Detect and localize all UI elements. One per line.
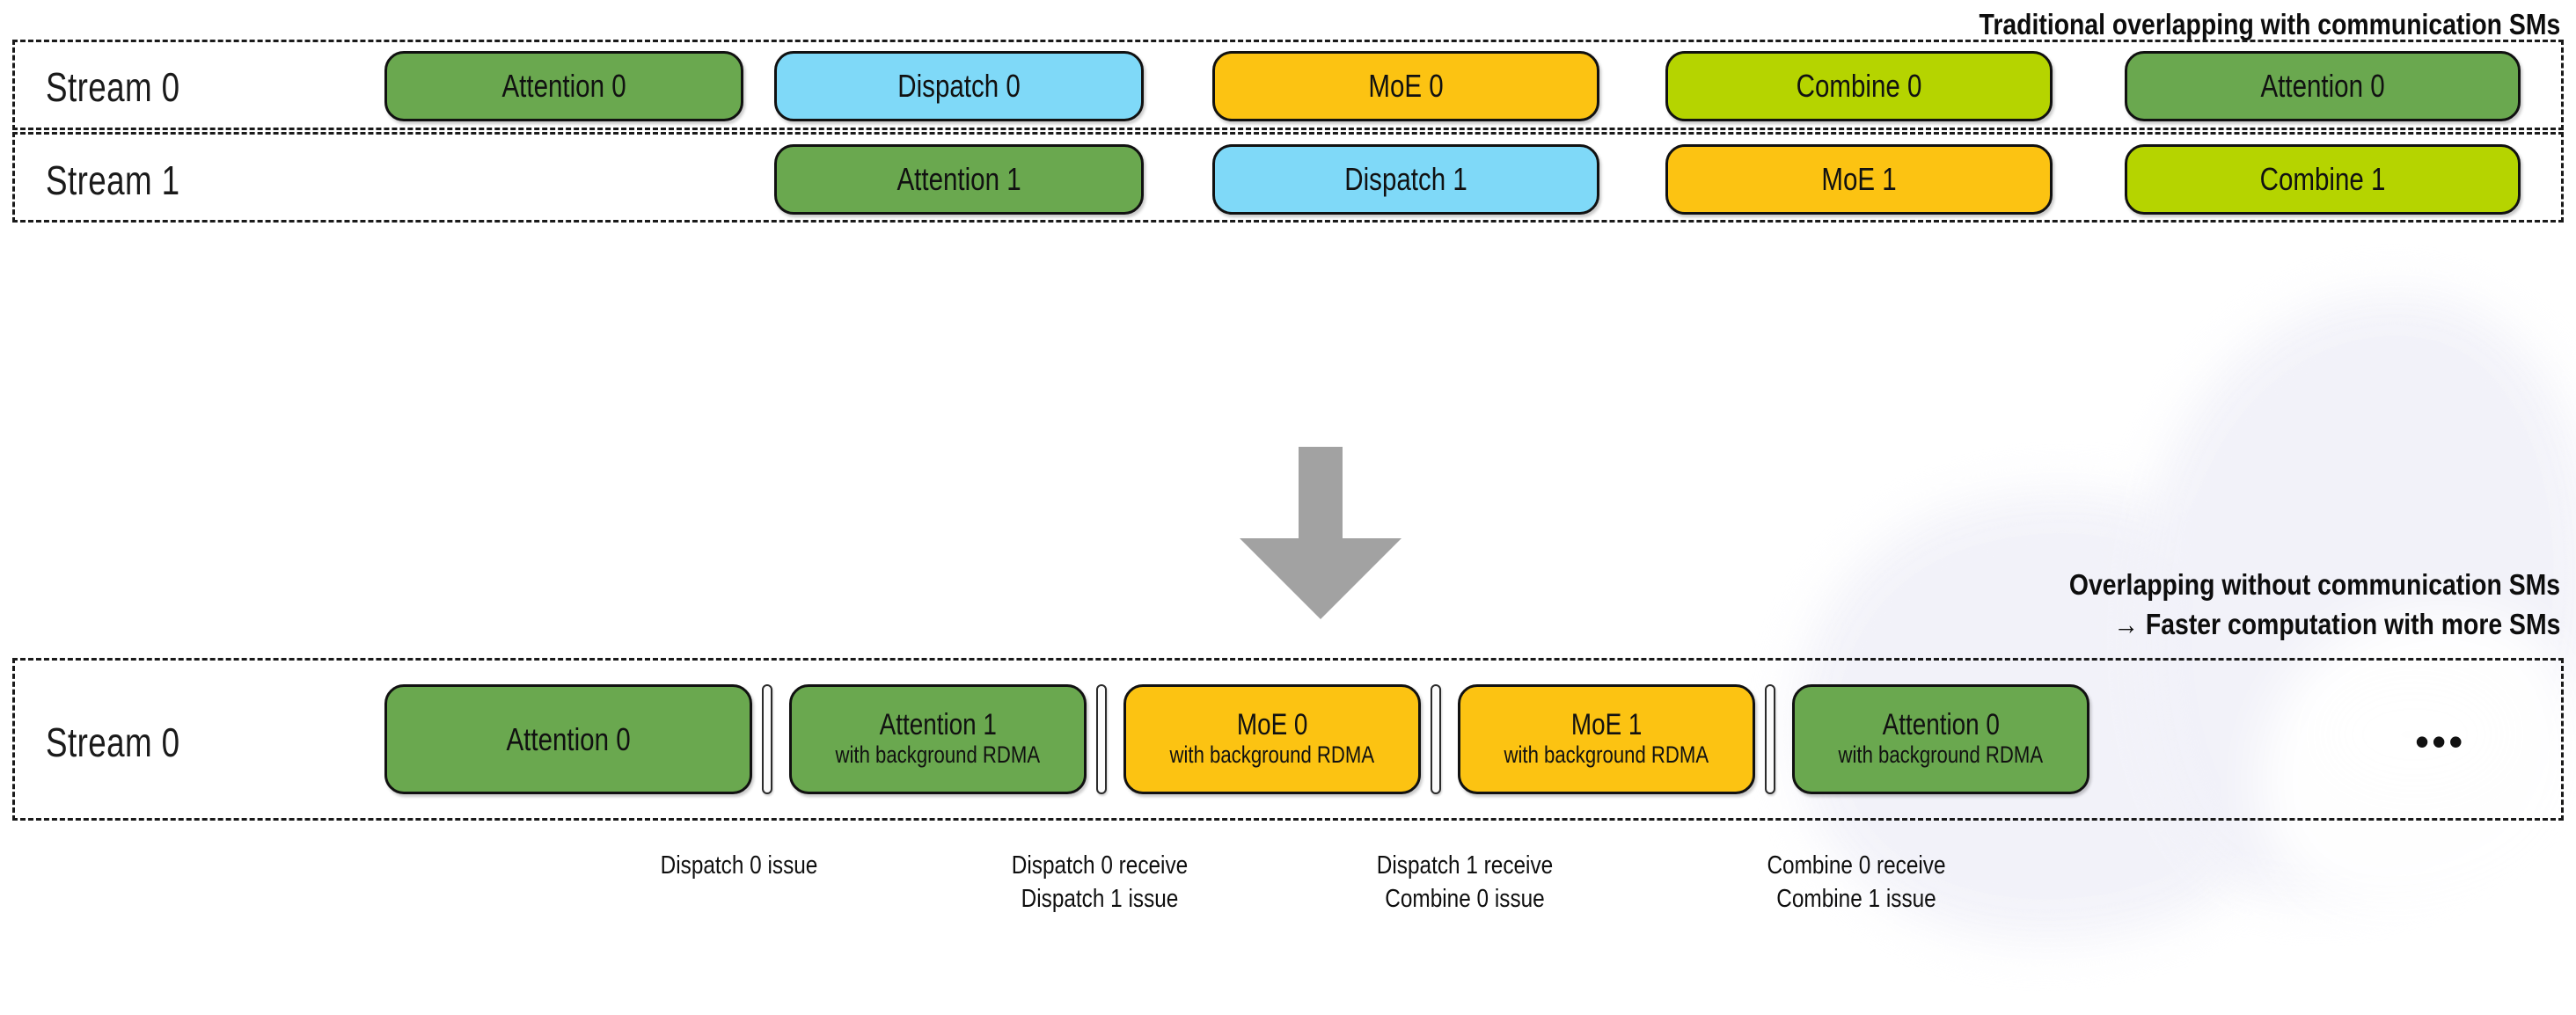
task-box-subtitle: with background RDMA <box>1838 741 2044 769</box>
stream1-frame-top <box>12 132 2564 223</box>
task-box-subtitle: with background RDMA <box>1504 741 1709 769</box>
task-box-combine1-s1[interactable]: Combine 1 <box>2125 144 2521 215</box>
task-box-attention0b-bottom[interactable]: Attention 0 with background RDMA <box>1792 684 2089 794</box>
task-box-title: Attention 1 <box>896 161 1021 197</box>
caption-line-2: Combine 0 issue <box>1385 885 1545 914</box>
caption-line-1: Dispatch 1 receive <box>1376 851 1554 880</box>
task-box-title: Attention 1 <box>879 707 997 741</box>
task-box-subtitle: with background RDMA <box>1169 741 1375 769</box>
caption-line-1: Dispatch 0 receive <box>1011 851 1189 880</box>
task-box-title: Attention 0 <box>1882 707 2000 741</box>
task-box-dispatch0-s0[interactable]: Dispatch 0 <box>774 51 1144 121</box>
stream0-label-top: Stream 0 <box>46 64 180 110</box>
continuation-ellipsis: ••• <box>2415 719 2466 764</box>
down-arrow-icon <box>1240 447 1401 619</box>
stream1-label-top: Stream 1 <box>46 157 180 203</box>
stream0-frame-bottom <box>12 658 2564 821</box>
stream0-label-bottom: Stream 0 <box>46 719 180 765</box>
caption-dispatch0-receive: Dispatch 0 receive Dispatch 1 issue <box>945 849 1255 916</box>
task-box-title: Combine 1 <box>2259 161 2386 197</box>
diagram-canvas: Traditional overlapping with communicati… <box>12 8 2564 916</box>
stream0-frame-top <box>12 40 2564 130</box>
caption-line-2: Dispatch 1 issue <box>1021 885 1179 914</box>
bottom-section-heading-line1: Overlapping without communication SMs <box>2068 568 2560 601</box>
caption-line-1: Dispatch 0 issue <box>660 851 818 880</box>
task-box-title: Attention 0 <box>2260 68 2385 104</box>
task-box-combine0-s0[interactable]: Combine 0 <box>1665 51 2053 121</box>
bottom-section-heading-line2: → Faster computation with more SMs <box>2113 608 2560 640</box>
box-separator <box>1765 684 1775 794</box>
box-separator <box>1096 684 1107 794</box>
task-box-title: Attention 0 <box>501 68 626 104</box>
top-section-heading: Traditional overlapping with communicati… <box>1979 8 2560 40</box>
task-box-subtitle: with background RDMA <box>835 741 1041 769</box>
task-box-title: Combine 0 <box>1796 68 1922 104</box>
task-box-moe1-bottom[interactable]: MoE 1 with background RDMA <box>1458 684 1755 794</box>
task-box-title: MoE 1 <box>1570 707 1643 741</box>
caption-line-2: Combine 1 issue <box>1776 885 1936 914</box>
task-box-moe0-s0[interactable]: MoE 0 <box>1212 51 1599 121</box>
caption-combine0-receive: Combine 0 receive Combine 1 issue <box>1701 849 2012 916</box>
task-box-attention1-s1[interactable]: Attention 1 <box>774 144 1144 215</box>
task-box-moe0-bottom[interactable]: MoE 0 with background RDMA <box>1123 684 1421 794</box>
box-separator <box>1431 684 1441 794</box>
caption-dispatch0-issue: Dispatch 0 issue <box>606 849 872 882</box>
task-box-attention0-s0[interactable]: Attention 0 <box>384 51 743 121</box>
task-box-title: MoE 1 <box>1821 161 1897 197</box>
task-box-title: Attention 0 <box>506 720 631 757</box>
task-box-attention1-bottom[interactable]: Attention 1 with background RDMA <box>789 684 1087 794</box>
task-box-moe1-s1[interactable]: MoE 1 <box>1665 144 2053 215</box>
task-box-attention0b-s0[interactable]: Attention 0 <box>2125 51 2521 121</box>
task-box-attention0-bottom[interactable]: Attention 0 <box>384 684 752 794</box>
box-separator <box>762 684 772 794</box>
task-box-title: MoE 0 <box>1236 707 1308 741</box>
task-box-title: MoE 0 <box>1368 68 1444 104</box>
task-box-title: Dispatch 1 <box>1344 161 1467 197</box>
task-box-title: Dispatch 0 <box>897 68 1021 104</box>
caption-dispatch1-receive: Dispatch 1 receive Combine 0 issue <box>1310 849 1621 916</box>
caption-line-1: Combine 0 receive <box>1767 851 1946 880</box>
task-box-dispatch1-s1[interactable]: Dispatch 1 <box>1212 144 1599 215</box>
